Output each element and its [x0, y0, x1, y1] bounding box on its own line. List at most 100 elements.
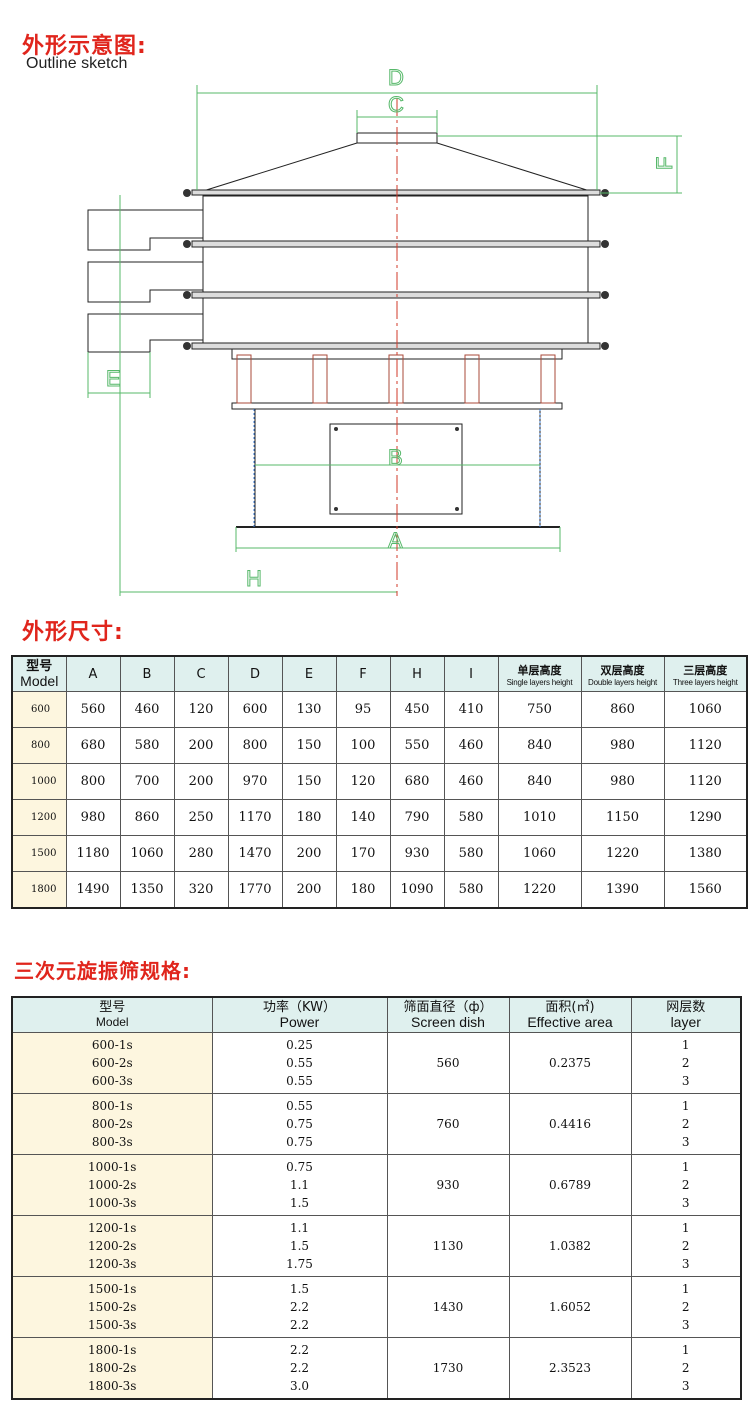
spec-cell-powers-line: 1.5: [289, 1196, 310, 1210]
spec-cell-powers-line: 1.5: [289, 1282, 310, 1296]
sketch-section-subtitle: Outline sketch: [26, 55, 128, 72]
dimensions-table: 型号 Model A B C D E F H I 单层高度 Single lay…: [11, 655, 748, 909]
spec-header-row: 型号 Model 功率（KW） Power 筛面直径（ф） Screen dis…: [11, 996, 742, 1033]
dimensions-cell-h: 450: [389, 691, 445, 728]
spec-cell-models-line: 1800-3s: [88, 1379, 137, 1393]
dim-label-a: A: [388, 528, 403, 553]
dimensions-cell-c: 200: [173, 763, 229, 800]
spec-cell-layers-line: 3: [681, 1074, 690, 1088]
col-header-single-height: 单层高度 Single layers height: [497, 655, 582, 692]
dim-label-c: C: [388, 92, 404, 117]
spec-section-title: 三次元旋振筛规格:: [14, 959, 191, 983]
dim-label-e: E: [106, 366, 121, 391]
spec-cell-models-line: 800-2s: [91, 1117, 133, 1131]
dims-section-title: 外形尺寸:: [22, 620, 124, 645]
spec-cell-models-line: 600-3s: [91, 1074, 133, 1088]
spec-cell-powers-line: 3.0: [289, 1379, 310, 1393]
spec-cell-models-line: 1800-2s: [88, 1361, 137, 1375]
spec-cell-layers-line: 1: [681, 1343, 690, 1357]
spec-cell-effective-area: 1.6052: [508, 1276, 632, 1338]
spec-cell-layers-line: 1: [681, 1160, 690, 1174]
dimensions-cell-a: 1490: [65, 871, 121, 909]
dimensions-cell-b: 860: [119, 799, 175, 836]
dimensions-cell-b: 460: [119, 691, 175, 728]
col-header-model: 型号 Model: [11, 655, 67, 692]
spec-cell-effective-area: 0.4416: [508, 1093, 632, 1155]
dimensions-cell-single: 840: [497, 727, 582, 764]
spec-cell-layers-line: 3: [681, 1135, 690, 1149]
spec-cell-models-line: 1200-1s: [88, 1221, 137, 1235]
dimensions-cell-model: 1500: [11, 835, 67, 872]
dim-label-d: D: [388, 65, 404, 90]
spec-cell-layers-line: 1: [681, 1221, 690, 1235]
dimensions-cell-f: 120: [335, 763, 391, 800]
dimensions-cell-model: 1000: [11, 763, 67, 800]
dimensions-cell-a: 680: [65, 727, 121, 764]
spec-cell-models-line: 800-3s: [91, 1135, 133, 1149]
spec-col-header-power: 功率（KW） Power: [211, 996, 388, 1033]
spec-cell-layers-line: 3: [681, 1257, 690, 1271]
dimensions-cell-e: 200: [281, 835, 337, 872]
dimensions-cell-c: 250: [173, 799, 229, 836]
dimensions-header-row: 型号 Model A B C D E F H I 单层高度 Single lay…: [11, 655, 748, 692]
spec-cell-powers-line: 1.1: [289, 1178, 310, 1192]
dimensions-cell-h: 550: [389, 727, 445, 764]
dimensions-cell-c: 120: [173, 691, 229, 728]
dimensions-cell-three: 1380: [663, 835, 748, 872]
spec-cell-screen-dish: 560: [386, 1032, 510, 1094]
col-header-d: D: [227, 655, 283, 692]
spec-cell-powers-line: 0.55: [286, 1099, 313, 1113]
dimensions-cell-three: 1120: [663, 727, 748, 764]
dimensions-cell-i: 580: [443, 835, 499, 872]
dimensions-cell-e: 180: [281, 799, 337, 836]
spec-cell-layers-line: 3: [681, 1318, 690, 1332]
spec-cell-layers-line: 1: [681, 1282, 690, 1296]
dimensions-cell-i: 460: [443, 727, 499, 764]
sketch-section-title: 外形示意图:: [22, 34, 147, 59]
dimensions-cell-d: 970: [227, 763, 283, 800]
dimensions-cell-h: 790: [389, 799, 445, 836]
dimensions-cell-double: 860: [580, 691, 665, 728]
spec-cell-models-line: 1000-1s: [88, 1160, 137, 1174]
dimensions-cell-f: 180: [335, 871, 391, 909]
spec-cell-models-line: 1500-2s: [88, 1300, 137, 1314]
dimensions-cell-e: 130: [281, 691, 337, 728]
outline-sketch-drawing: D C F B A E H: [87, 65, 682, 596]
dimensions-cell-single: 840: [497, 763, 582, 800]
spec-col-header-effective-area: 面积(㎡) Effective area: [508, 996, 632, 1033]
dimensions-cell-i: 410: [443, 691, 499, 728]
spec-cell-models-line: 1500-1s: [88, 1282, 137, 1296]
dimensions-cell-single: 1060: [497, 835, 582, 872]
dimensions-cell-d: 1170: [227, 799, 283, 836]
dimensions-cell-three: 1560: [663, 871, 748, 909]
dimensions-cell-d: 1470: [227, 835, 283, 872]
spec-col-header-model: 型号 Model: [11, 996, 213, 1033]
dimensions-cell-three: 1290: [663, 799, 748, 836]
dimensions-cell-c: 200: [173, 727, 229, 764]
spec-cell-models-line: 600-1s: [91, 1038, 133, 1052]
spec-cell-layers-line: 2: [681, 1300, 690, 1314]
spec-cell-layers-line: 3: [681, 1196, 690, 1210]
spec-cell-layers-line: 2: [681, 1239, 690, 1253]
dimensions-cell-d: 600: [227, 691, 283, 728]
spec-cell-effective-area: 0.6789: [508, 1154, 632, 1216]
dimensions-cell-f: 100: [335, 727, 391, 764]
col-header-b: B: [119, 655, 175, 692]
dimensions-cell-double: 1390: [580, 871, 665, 909]
spec-cell-powers-line: 0.25: [286, 1038, 313, 1052]
